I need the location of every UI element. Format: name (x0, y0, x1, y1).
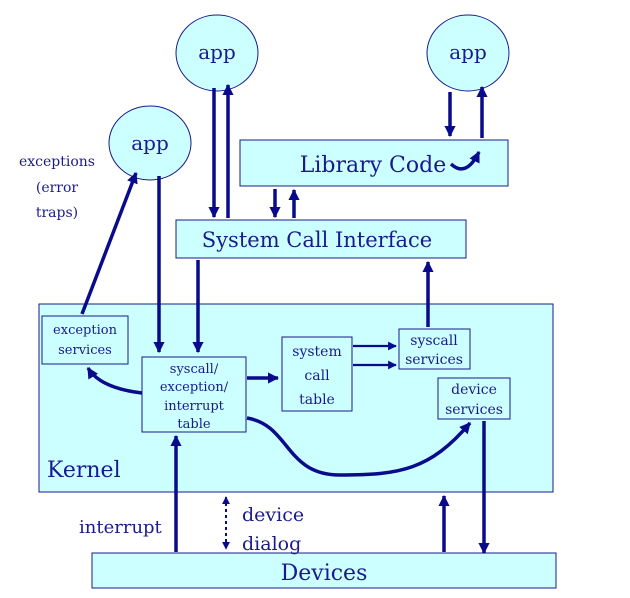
system-call-interface-box (175, 219, 467, 259)
system-call-table-box (281, 336, 353, 412)
dispatch-table-line-1: syscall/ (170, 362, 219, 377)
system-call-interface-label: System Call Interface (202, 228, 432, 252)
app-middle (108, 105, 192, 181)
devices-label: Devices (281, 561, 368, 586)
system-call-table-line-2: call (304, 368, 330, 384)
exceptions-label-line-1: exceptions (19, 154, 95, 170)
library-turnaround-arrow (449, 150, 481, 171)
library-code-box (239, 139, 509, 187)
devices-box (91, 552, 557, 589)
interrupt-label: interrupt (79, 517, 163, 538)
dispatch-to-exception-services-arrow (86, 367, 143, 395)
syscall-services-box (398, 328, 471, 370)
app-top-left-label: app (198, 40, 236, 64)
syscall-services-line-1: syscall (410, 333, 458, 349)
kernel-label: Kernel (47, 458, 121, 483)
system-call-table-line-1: system (292, 344, 341, 360)
exception-services-box (41, 315, 129, 365)
device-dialog-label-line-2: dialog (242, 533, 301, 555)
device-services-box (437, 377, 511, 420)
exception-services-line-2: services (58, 343, 112, 358)
dispatch-table-line-4: table (177, 417, 210, 432)
app-middle-label: app (131, 131, 169, 155)
app-top-right-label: app (449, 40, 487, 64)
dispatch-table-box (141, 356, 247, 433)
device-dialog-label-line-1: device (242, 504, 304, 526)
app-top-right (426, 14, 510, 92)
syscall-services-line-2: services (405, 352, 463, 368)
library-code-label: Library Code (300, 153, 446, 178)
dispatch-to-device-services-arrow (246, 416, 472, 477)
exception-services-to-app-arrow (80, 171, 138, 315)
dispatch-table-line-2: exception/ (160, 380, 229, 395)
exception-services-line-1: exception (53, 323, 118, 338)
exceptions-label-line-3: traps) (36, 205, 78, 221)
device-services-line-2: services (445, 402, 503, 418)
exceptions-label-line-2: (error (36, 180, 79, 196)
app-top-left (175, 14, 259, 92)
system-call-table-line-3: table (299, 392, 335, 408)
dispatch-table-line-3: interrupt (164, 399, 225, 414)
device-services-line-1: device (451, 382, 497, 398)
